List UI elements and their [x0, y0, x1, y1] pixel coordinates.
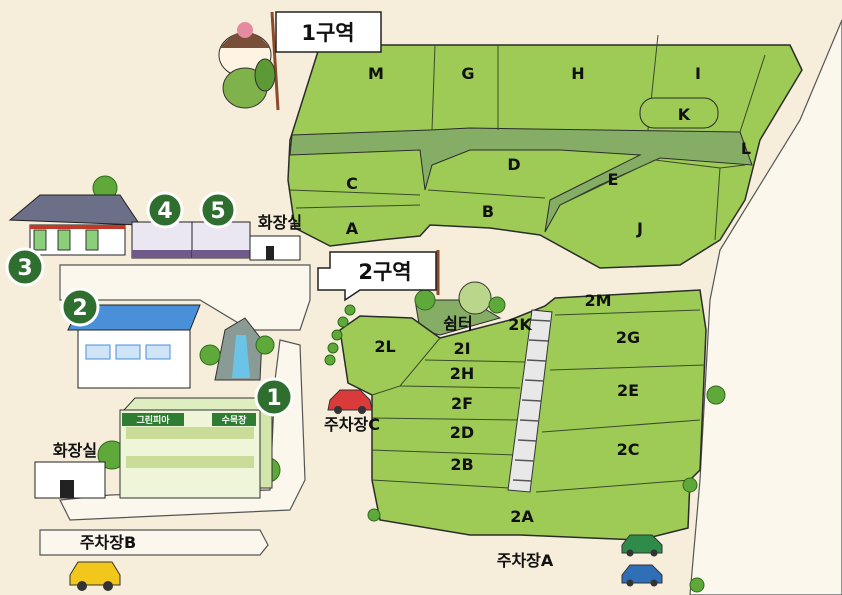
- building-sign-left: 그린피아: [136, 414, 170, 426]
- plot-borders: [289, 34, 766, 241]
- svg-text:5: 5: [210, 199, 225, 224]
- zone-2-sign: 2구역: [317, 250, 440, 302]
- plot-k-outline: [639, 97, 719, 129]
- plot-2C[interactable]: 2C: [617, 440, 640, 459]
- building-2: [67, 304, 201, 389]
- plot-M[interactable]: M: [368, 64, 384, 83]
- plot-A[interactable]: A: [346, 219, 359, 238]
- car-blue-icon: [621, 564, 663, 587]
- hedge-trees: [324, 304, 726, 593]
- plot-J[interactable]: J: [636, 219, 643, 238]
- zone-2: 2M 2K 2G 2L 2I 2H 2E 2F 2D 2C 2B 2A 쉼터: [339, 281, 707, 541]
- road-right: [689, 19, 842, 595]
- zone-1-sign: 1구역: [218, 11, 382, 111]
- shelter-label[interactable]: 쉼터: [443, 314, 472, 333]
- restroom-left-label[interactable]: 화장실: [53, 441, 97, 460]
- zone-2-sign-label: 2구역: [358, 260, 411, 284]
- plot-2D[interactable]: 2D: [450, 423, 474, 442]
- zone-1-sign-label: 1구역: [301, 21, 354, 45]
- plot-2A[interactable]: 2A: [510, 507, 534, 526]
- svg-text:3: 3: [17, 256, 32, 281]
- marker-2[interactable]: 2: [60, 287, 100, 327]
- plot-2E[interactable]: 2E: [617, 381, 639, 400]
- greenpia-main-building: 그린피아 수목장: [97, 397, 281, 499]
- hanok-building: [8, 175, 141, 256]
- plot-2G[interactable]: 2G: [616, 328, 640, 347]
- plot-L[interactable]: L: [741, 139, 751, 158]
- car-red-icon: [327, 389, 373, 414]
- marker-1[interactable]: 1: [254, 377, 294, 417]
- plot-I[interactable]: I: [695, 64, 701, 83]
- svg-text:1: 1: [266, 386, 281, 411]
- plot-K[interactable]: K: [678, 105, 691, 124]
- restroom-top-label[interactable]: 화장실: [258, 213, 302, 232]
- plot-2L[interactable]: 2L: [374, 337, 395, 356]
- shelter-mascot-icon: [458, 281, 492, 315]
- building-sign-right: 수목장: [222, 414, 248, 426]
- waterfall-icon: [199, 317, 275, 381]
- marker-4[interactable]: 4: [146, 191, 184, 229]
- car-yellow-icon: [69, 561, 121, 591]
- plot-G[interactable]: G: [461, 64, 474, 83]
- zone-1: M G H I K L C D E A B J: [287, 34, 803, 269]
- plot-2I[interactable]: 2I: [453, 339, 470, 358]
- zone-2-borders: [371, 309, 706, 493]
- svg-text:4: 4: [157, 199, 172, 224]
- plot-H[interactable]: H: [571, 64, 584, 83]
- plot-C[interactable]: C: [346, 174, 358, 193]
- tree-icon: [414, 289, 436, 311]
- parking-a-label[interactable]: 주차장A: [497, 551, 554, 570]
- restroom-top-building: [249, 235, 301, 261]
- plot-2H[interactable]: 2H: [450, 364, 475, 383]
- car-green-icon: [621, 534, 663, 557]
- plot-2M[interactable]: 2M: [584, 291, 611, 310]
- svg-text:2: 2: [72, 296, 87, 321]
- mascot-icon: [218, 22, 276, 109]
- parking-b-label[interactable]: 주차장B: [80, 533, 136, 552]
- plot-D[interactable]: D: [507, 155, 520, 174]
- plot-2B[interactable]: 2B: [450, 455, 473, 474]
- staircase: [507, 309, 553, 493]
- road-parking-b: [39, 529, 269, 556]
- plot-B[interactable]: B: [482, 202, 494, 221]
- plot-2F[interactable]: 2F: [451, 394, 473, 413]
- marker-3[interactable]: 3: [5, 247, 45, 287]
- restroom-left-building: [34, 461, 106, 499]
- plot-2K[interactable]: 2K: [508, 315, 532, 334]
- tree-icon: [488, 296, 506, 314]
- marker-5[interactable]: 5: [199, 191, 237, 229]
- plot-E[interactable]: E: [608, 170, 619, 189]
- parking-c-label[interactable]: 주차장C: [324, 415, 380, 434]
